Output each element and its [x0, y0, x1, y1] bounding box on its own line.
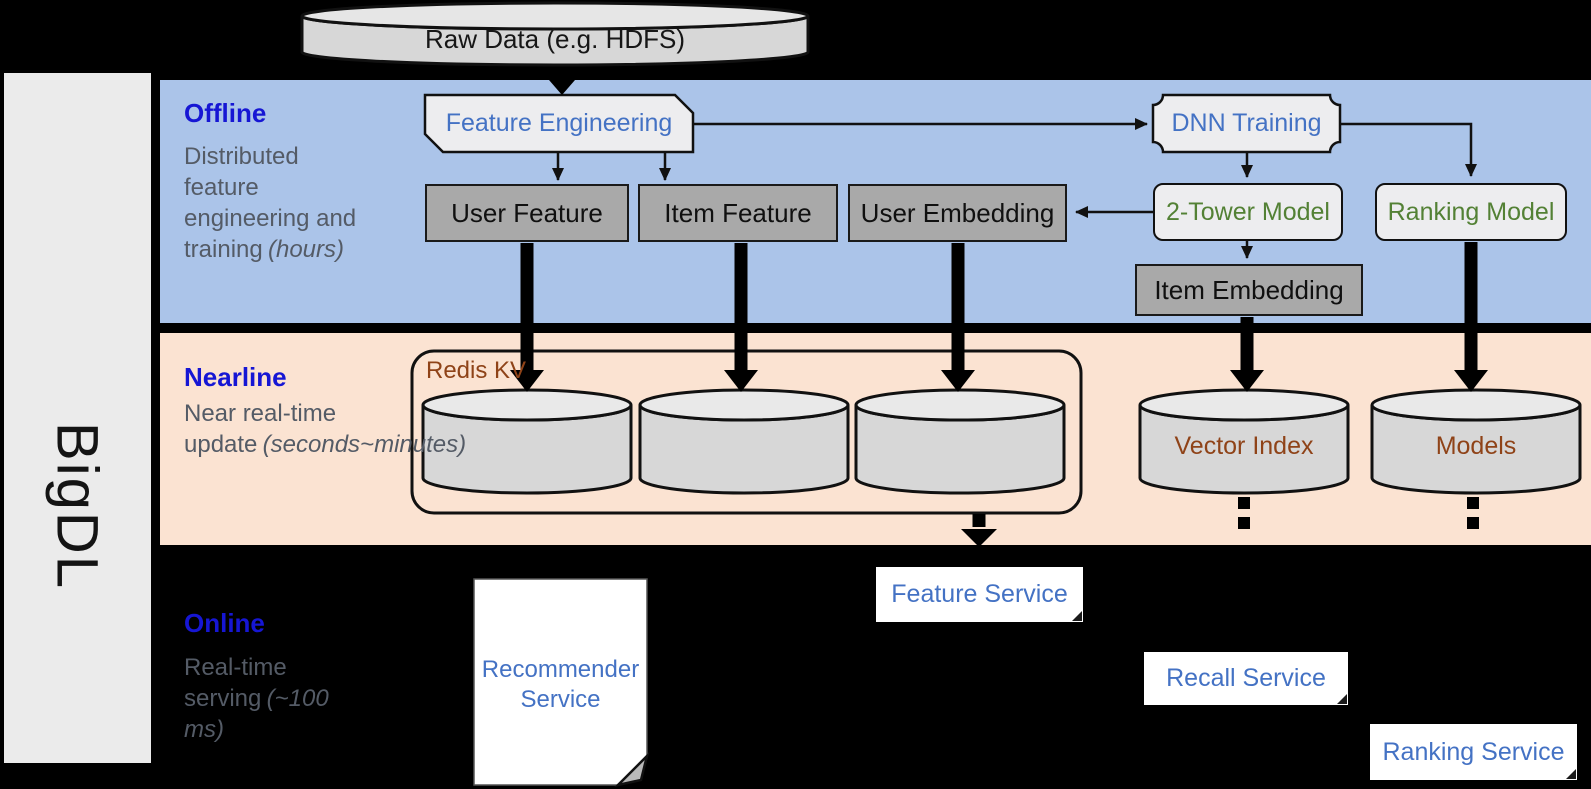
raw-data-cylinder	[300, 1, 810, 67]
recommender-service-label: Recommender Service	[481, 656, 640, 713]
recall-service-label: Recall Service	[1166, 664, 1326, 692]
redis-kv-label: Redis KV	[426, 357, 527, 384]
online-desc-text: Real-time serving	[184, 654, 287, 712]
nearline-desc-note: (seconds~minutes)	[262, 431, 467, 458]
thick-flow-arrows	[510, 67, 1488, 547]
folded-corner-icon	[1337, 694, 1347, 704]
redis-cylinder-1	[421, 388, 633, 495]
online-desc-note: (~100 ms)	[184, 685, 329, 743]
recall-service-box: Recall Service	[1144, 652, 1348, 705]
offline-section-title: Offline	[184, 97, 267, 128]
nearline-section-desc: Near real-time update(seconds~minutes)	[184, 398, 466, 460]
two-tower-model-label: 2-Tower Model	[1166, 197, 1330, 226]
models-cylinder	[1370, 388, 1582, 495]
bigdl-sidebar: BigDL	[4, 73, 151, 763]
dnn-training-label: DNN Training	[1171, 109, 1322, 137]
offline-desc-text: Distributed feature engineering and trai…	[184, 143, 357, 263]
user-embedding-label: User Embedding	[860, 197, 1055, 228]
ranking-service-box: Ranking Service	[1370, 724, 1577, 780]
vector-index-cylinder	[1138, 388, 1350, 495]
redis-cylinder-2	[638, 388, 850, 495]
thin-connectors	[552, 118, 1477, 259]
feature-service-box: Feature Service	[876, 567, 1083, 622]
redis-cylinder-3	[854, 388, 1066, 495]
offline-desc-note: (hours)	[267, 236, 345, 263]
folded-corner-icon	[1072, 611, 1082, 621]
user-feature-label: User Feature	[451, 197, 603, 228]
dnn-training-shape	[1151, 93, 1342, 154]
user-embedding-box: User Embedding	[848, 184, 1067, 242]
item-embedding-label: Item Embedding	[1154, 274, 1344, 305]
ranking-model-box: Ranking Model	[1375, 183, 1567, 241]
user-feature-box: User Feature	[425, 184, 629, 242]
two-tower-model-box: 2-Tower Model	[1153, 183, 1343, 241]
nearline-desc-text: Near real-time update	[184, 400, 337, 458]
models-label: Models	[1435, 431, 1517, 460]
feature-engineering-label: Feature Engineering	[445, 109, 673, 137]
feature-service-label: Feature Service	[891, 580, 1068, 608]
online-section-desc: Real-time serving(~100 ms)	[184, 652, 329, 745]
offline-section-desc: Distributed feature engineering and trai…	[184, 141, 374, 265]
folded-corner-icon	[1566, 769, 1576, 779]
ranking-model-label: Ranking Model	[1387, 197, 1555, 226]
ranking-service-label: Ranking Service	[1382, 737, 1565, 766]
item-embedding-box: Item Embedding	[1135, 264, 1363, 316]
item-feature-label: Item Feature	[664, 197, 812, 228]
item-feature-box: Item Feature	[638, 184, 838, 242]
online-section-title: Online	[184, 607, 265, 638]
raw-data-label: Raw Data (e.g. HDFS)	[424, 23, 686, 54]
recommender-service-document	[473, 578, 650, 788]
vector-index-label: Vector Index	[1174, 431, 1314, 460]
feature-engineering-shape	[423, 93, 695, 154]
nearline-section-title: Nearline	[184, 361, 287, 392]
